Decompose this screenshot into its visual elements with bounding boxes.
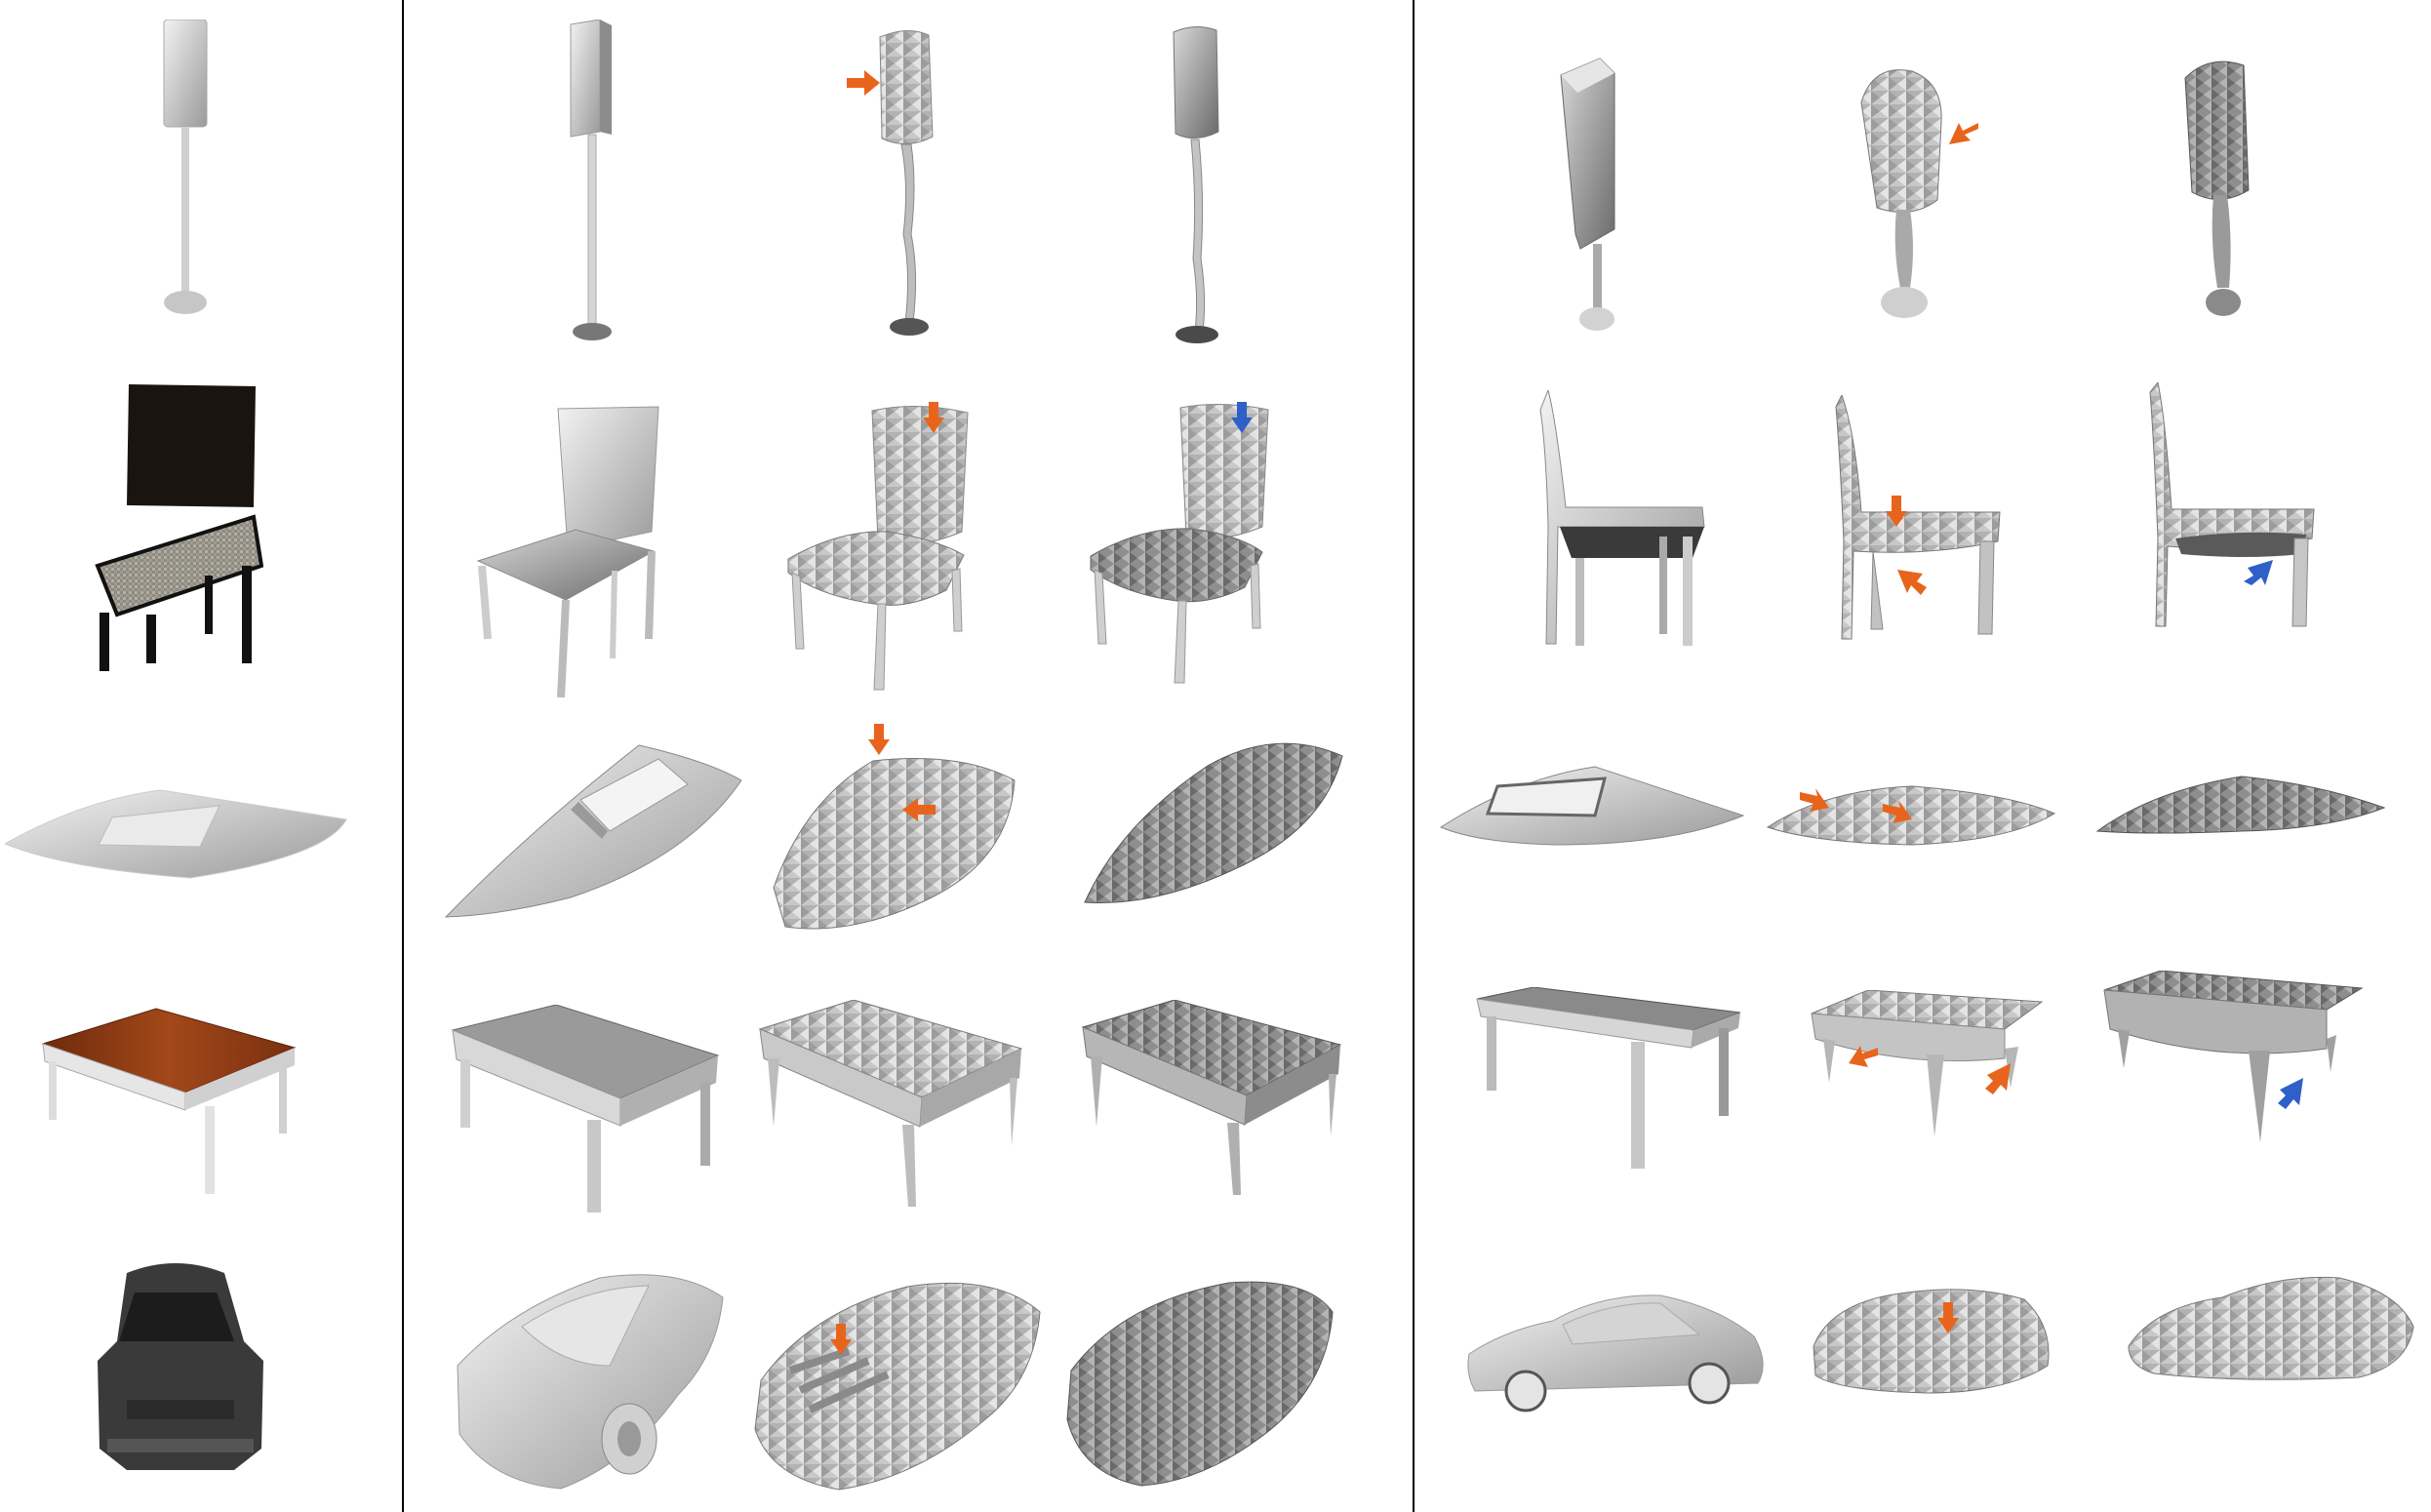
input-chair [88,380,263,673]
gt-lamp-view1 [561,20,629,351]
ours-lamp-view1 [1166,24,1234,356]
gt-table-view2 [1475,987,1743,1173]
arrow-blue-chair-view1 [1231,402,1253,433]
arrow-orange-boat-view2-right [1883,800,1912,825]
arrow-orange-boat-view2-left [1800,788,1829,814]
ours-chair-view2 [2146,382,2322,631]
ours-boat-view1 [1081,727,1344,912]
baseline-table-view1 [756,1000,1024,1210]
arrow-blue-chair-view2 [2244,556,2273,585]
input-boat [5,780,356,888]
baseline-boat-view1 [766,741,1019,936]
ours-table-view1 [1081,1000,1344,1200]
gt-lamp-view2 [1556,54,1644,337]
ours-car-view1 [1063,1273,1336,1488]
arrow-orange-boat-view1-mid [902,798,936,821]
gt-boat-view1 [444,741,746,922]
baseline-boat-view2 [1766,780,2058,849]
ours-boat-view2 [2095,771,2388,839]
baseline-car-view2 [1810,1278,2053,1395]
panel-divider-right [1413,0,1415,1512]
ours-lamp-view2 [2180,54,2268,327]
ours-car-view2 [2125,1268,2417,1385]
gt-chair-view1 [468,405,663,697]
gt-chair-view2 [1536,390,1717,649]
ours-table-view2 [2102,971,2366,1146]
arrow-orange-chair-view2-leg [1897,566,1927,595]
gt-car-view2 [1465,1286,1773,1413]
input-car [88,1253,273,1473]
baseline-chair-view1 [780,405,976,693]
baseline-car-view1 [751,1273,1044,1492]
arrow-orange-boat-view1-top [868,724,890,755]
arrow-orange-car-view2 [1937,1302,1959,1333]
gt-table-view1 [449,1005,722,1214]
input-lamp [146,20,234,322]
baseline-chair-view2 [1834,395,2010,644]
input-table [39,1005,298,1195]
arrow-blue-table-view2 [2278,1078,2305,1109]
baseline-lamp-view2 [1853,63,1961,327]
arrow-orange-chair-view2-seat [1886,496,1907,527]
gt-car-view1 [454,1268,727,1492]
gt-boat-view2 [1439,759,1751,847]
arrow-orange-car-view1 [830,1324,852,1355]
baseline-table-view2 [1810,990,2044,1146]
arrow-orange-lamp-view1 [847,70,880,96]
arrow-orange-lamp-view2 [1949,119,1978,148]
arrow-orange-table-view2-left [1849,1044,1878,1069]
arrow-orange-table-view2-right [1985,1063,2013,1094]
arrow-orange-chair-view1 [923,402,944,433]
panel-divider-left [402,0,404,1512]
ours-chair-view1 [1083,400,1278,688]
baseline-lamp-view1 [868,29,946,351]
